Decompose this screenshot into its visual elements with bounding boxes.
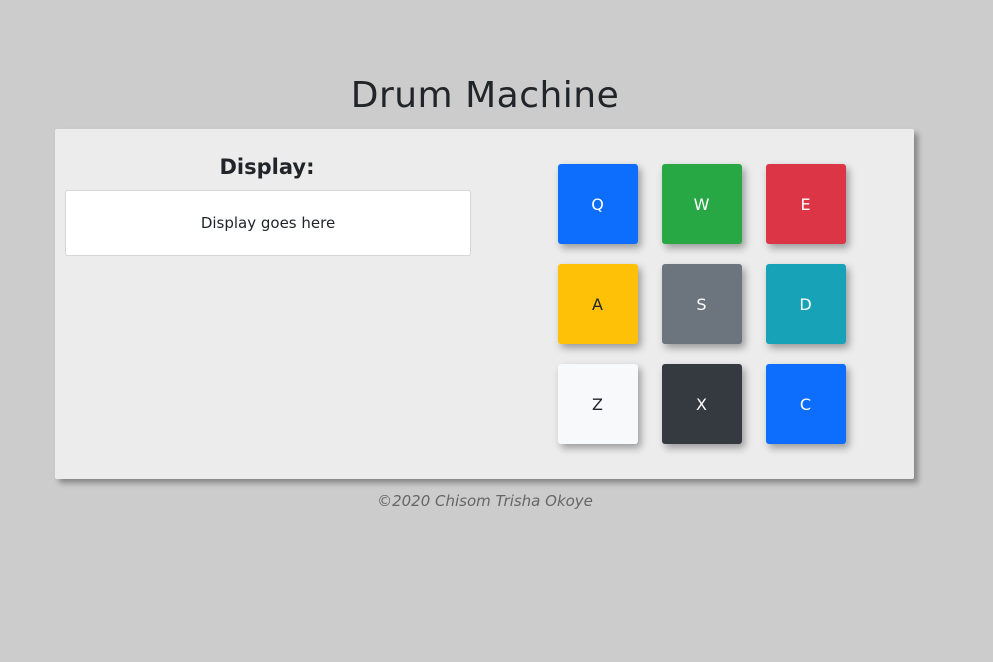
copyright-footer: ©2020 Chisom Trisha Okoye xyxy=(377,492,593,510)
drum-pad-a[interactable]: A xyxy=(558,264,638,344)
drum-machine-panel: Display: Display goes here Q W E A S D Z… xyxy=(55,129,914,479)
drum-pad-s[interactable]: S xyxy=(662,264,742,344)
drum-pad-w[interactable]: W xyxy=(662,164,742,244)
display-label: Display: xyxy=(219,155,315,179)
drum-pad-e[interactable]: E xyxy=(766,164,846,244)
drum-pad-q[interactable]: Q xyxy=(558,164,638,244)
drum-pad-x[interactable]: X xyxy=(662,364,742,444)
drum-pad-d[interactable]: D xyxy=(766,264,846,344)
drum-pad-z[interactable]: Z xyxy=(558,364,638,444)
drum-pad-grid: Q W E A S D Z X C xyxy=(558,164,846,444)
page-title: Drum Machine xyxy=(350,75,620,116)
drum-pad-c[interactable]: C xyxy=(766,364,846,444)
display-box: Display goes here xyxy=(65,190,471,256)
